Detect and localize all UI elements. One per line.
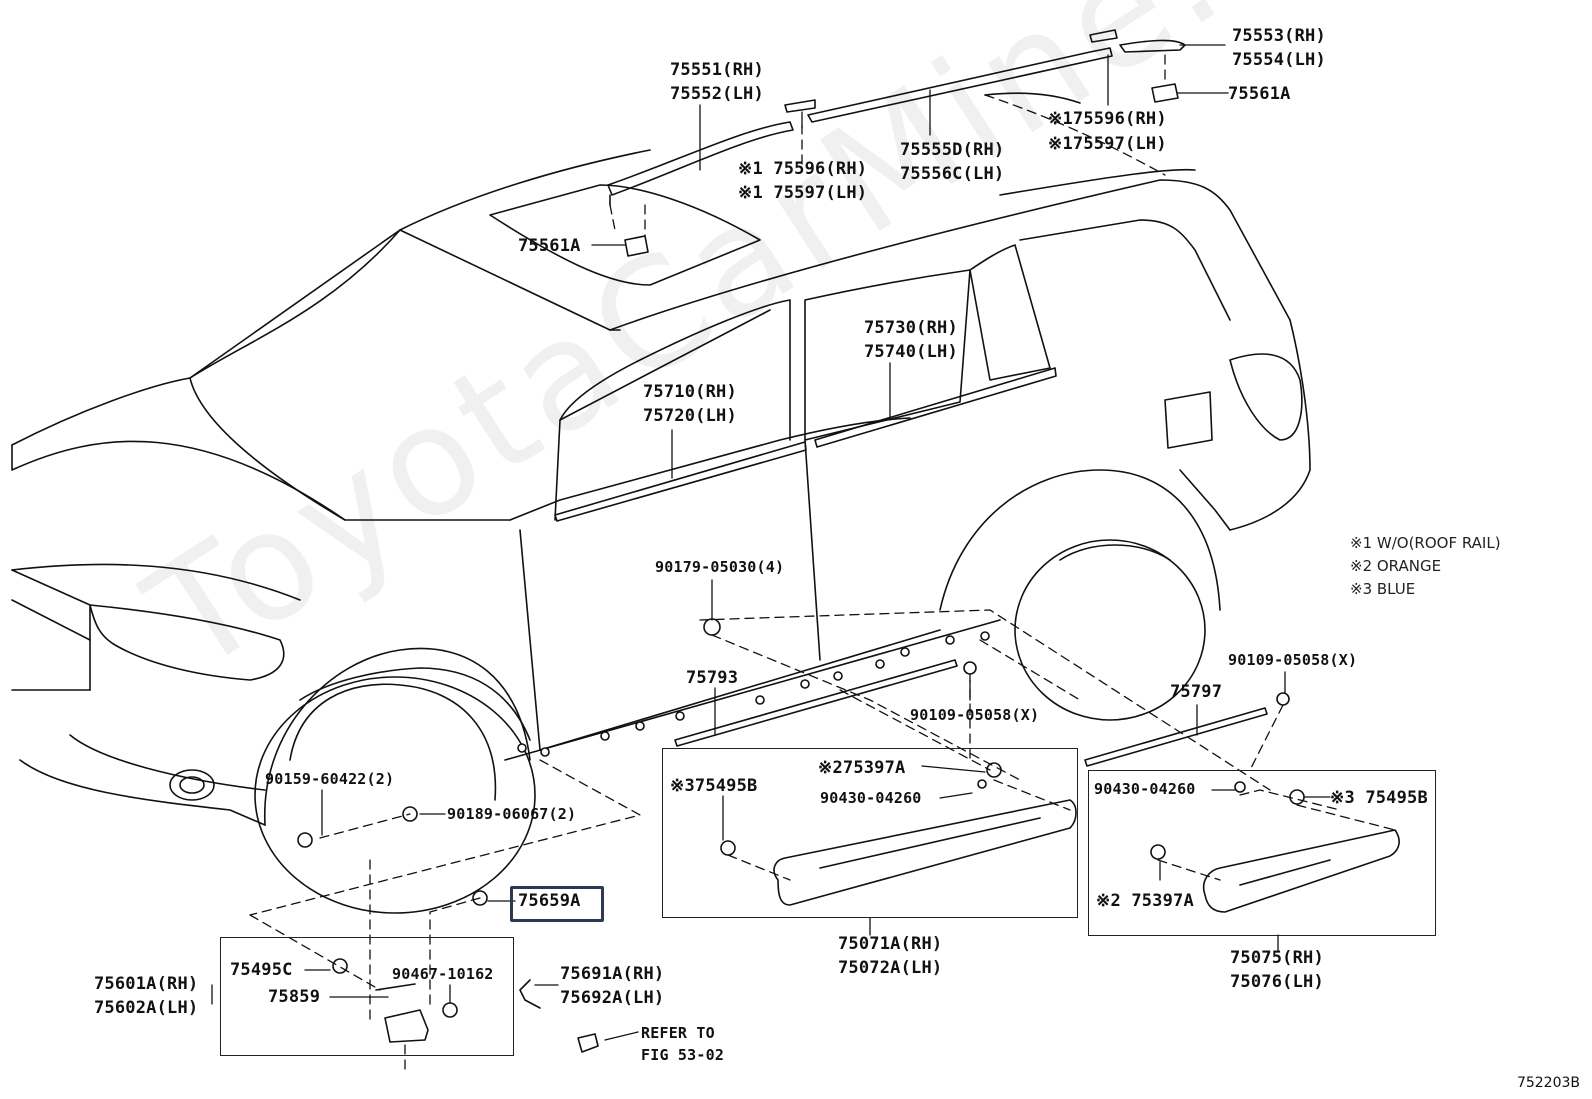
highlighted-part-box [510, 886, 604, 922]
vehicle-body-outline [11, 149, 1311, 914]
label-75597-top[interactable]: ※175597(LH) [1048, 134, 1167, 154]
note-2: ※2 ORANGE [1350, 557, 1442, 575]
label-90109-right[interactable]: 90109-05058(X) [1228, 651, 1358, 669]
label-75397a-right[interactable]: ※2 75397A [1096, 891, 1194, 911]
label-75602a[interactable]: 75602A(LH) [94, 998, 199, 1018]
label-75553[interactable]: 75553(RH) [1232, 26, 1326, 46]
roof-rail-parts [489, 29, 1186, 286]
label-75071a[interactable]: 75071A(RH) [838, 934, 943, 954]
notes-legend: ※1 W/O(ROOF RAIL) ※2 ORANGE ※3 BLUE [1350, 532, 1501, 601]
label-75552[interactable]: 75552(LH) [670, 84, 764, 104]
rocker-moulding-group-box-lh [662, 748, 1078, 918]
label-75859[interactable]: 75859 [268, 987, 321, 1007]
dashed-guide-lines [249, 54, 1396, 1071]
label-75556c[interactable]: 75556C(LH) [900, 164, 1005, 184]
label-75397a-top[interactable]: ※275397A [818, 758, 906, 778]
leader-lines [211, 44, 1331, 1041]
label-75596-top[interactable]: ※175596(RH) [1048, 109, 1167, 129]
label-75659a[interactable]: 75659A [518, 891, 581, 911]
label-75797[interactable]: 75797 [1170, 682, 1223, 702]
refer-to-text: REFER TO [641, 1024, 715, 1042]
label-75730[interactable]: 75730(RH) [864, 318, 958, 338]
label-75691a[interactable]: 75691A(RH) [560, 964, 665, 984]
note-3: ※3 BLUE [1350, 580, 1416, 598]
label-75692a[interactable]: 75692A(LH) [560, 988, 665, 1008]
label-75793[interactable]: 75793 [686, 668, 739, 688]
rocker-moulding-group-box-rh [1088, 770, 1436, 936]
label-90189[interactable]: 90189-06067(2) [447, 805, 577, 823]
label-75551[interactable]: 75551(RH) [670, 60, 764, 80]
refer-to-figure-link[interactable]: FIG 53-02 [641, 1046, 725, 1064]
label-75561a-top[interactable]: 75561A [1228, 84, 1291, 104]
label-75596-mid[interactable]: ※1 75596(RH) [738, 159, 868, 179]
label-75075[interactable]: 75075(RH) [1230, 948, 1324, 968]
label-90430-right[interactable]: 90430-04260 [1094, 780, 1196, 798]
label-75710[interactable]: 75710(RH) [643, 382, 737, 402]
label-75740[interactable]: 75740(LH) [864, 342, 958, 362]
label-75720[interactable]: 75720(LH) [643, 406, 737, 426]
label-75072a[interactable]: 75072A(LH) [838, 958, 943, 978]
label-75597-mid[interactable]: ※1 75597(LH) [738, 183, 868, 203]
label-90159[interactable]: 90159-60422(2) [265, 770, 395, 788]
figure-code: 752203B [1516, 1075, 1580, 1091]
label-75554[interactable]: 75554(LH) [1232, 50, 1326, 70]
note-1: ※1 W/O(ROOF RAIL) [1350, 534, 1501, 552]
label-75601a[interactable]: 75601A(RH) [94, 974, 199, 994]
label-90109-mid[interactable]: 90109-05058(X) [910, 706, 1040, 724]
label-90430-mid[interactable]: 90430-04260 [820, 789, 922, 807]
label-75495b-right[interactable]: ※3 75495B [1330, 788, 1428, 808]
mudguard-group-box [220, 937, 514, 1056]
label-75561a-roof[interactable]: 75561A [518, 236, 581, 256]
label-75076[interactable]: 75076(LH) [1230, 972, 1324, 992]
label-75555d[interactable]: 75555D(RH) [900, 140, 1005, 160]
label-75495b-left[interactable]: ※375495B [670, 776, 758, 796]
label-75495c[interactable]: 75495C [230, 960, 293, 980]
label-90467[interactable]: 90467-10162 [392, 965, 494, 983]
label-90179[interactable]: 90179-05030(4) [655, 558, 785, 576]
